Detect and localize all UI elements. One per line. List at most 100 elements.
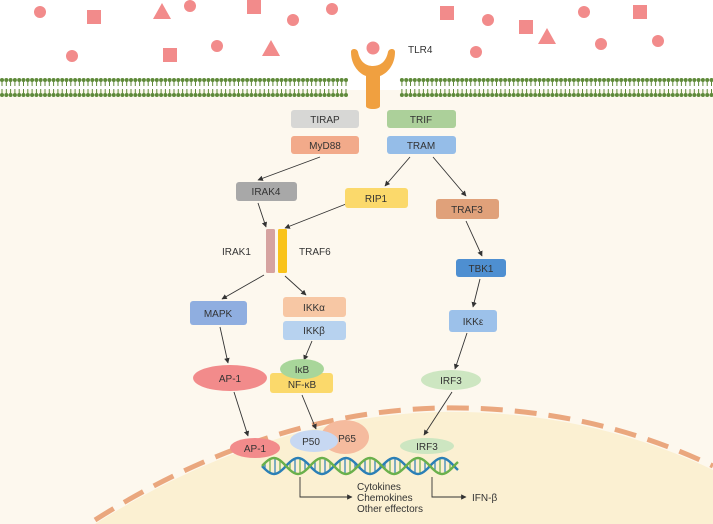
lipid-head [159, 78, 164, 82]
lipid-head [408, 93, 413, 97]
lipid-head [326, 93, 331, 97]
lipid-head [421, 93, 426, 97]
lipid-head [490, 78, 495, 82]
lipid-head [511, 78, 516, 82]
lipid-head [141, 78, 146, 82]
lipid-head [249, 78, 254, 82]
lipid-head [657, 93, 662, 97]
p50-ellipse [290, 430, 338, 452]
lipid-head [425, 93, 430, 97]
lipid-head [606, 93, 611, 97]
lipid-head [666, 93, 671, 97]
lipid-head [38, 93, 43, 97]
myd88-node: MyD88 [291, 136, 359, 154]
lipid-head [86, 93, 90, 97]
lipid-head [421, 78, 426, 82]
lipid-head [21, 78, 26, 82]
lipid-head [589, 93, 594, 97]
lipid-head [331, 78, 336, 82]
lipid-head [688, 93, 692, 97]
lipid-head [554, 93, 559, 97]
nfkb-box [270, 373, 333, 393]
ikkb-node: IKKβ [283, 321, 346, 340]
arrow-dna-ifnb [431, 477, 467, 500]
lipid-head [460, 78, 465, 82]
dna-helix [261, 456, 459, 476]
lipid-head [111, 78, 116, 82]
lipid-head [485, 78, 490, 82]
lipid-head [520, 93, 525, 97]
ligand-10 [326, 3, 338, 15]
lipid-head [580, 93, 585, 97]
lipid-head [116, 93, 121, 97]
arrow-dna-cytokines [299, 477, 353, 500]
tlr4-ligand-bound [366, 41, 380, 55]
lipid-head [77, 78, 82, 82]
lipid-head [528, 78, 533, 82]
lipid-head [662, 93, 667, 97]
lipid-head [236, 78, 241, 82]
lipid-head [167, 78, 172, 82]
nfkb-label: NF-κB [288, 380, 317, 391]
lipid-head [305, 78, 310, 82]
lipid-head [705, 93, 710, 97]
irak4-node: IRAK4 [236, 182, 297, 201]
lipid-head [339, 78, 344, 82]
lipid-head [640, 93, 645, 97]
lipid-head [8, 93, 13, 97]
lipid-head [124, 93, 129, 97]
lipid-head [503, 78, 508, 82]
lipid-head [524, 93, 529, 97]
chemokines-label: Chemokines [357, 493, 413, 504]
lipid-head [258, 93, 262, 97]
lipid-head [38, 78, 43, 82]
lipid-head [129, 93, 133, 97]
lipid-head [473, 93, 477, 97]
lipid-head [559, 93, 563, 97]
lipid-head [516, 93, 520, 97]
lipid-head [460, 93, 465, 97]
lipid-head [550, 93, 555, 97]
lipid-head [468, 78, 473, 82]
lipid-head [215, 93, 219, 97]
lipid-head [438, 93, 443, 97]
lipid-head [64, 93, 69, 97]
lipid-head [111, 93, 116, 97]
p50-p65-node: P50 P65 [290, 420, 369, 454]
lipid-head [653, 78, 658, 82]
lipid-head [232, 93, 237, 97]
arrow-ap1-nucleus [233, 391, 250, 437]
dna-strand [261, 456, 459, 476]
p65-label: P65 [338, 434, 356, 445]
lipid-head [464, 93, 469, 97]
svg-text:IKKε: IKKε [463, 317, 484, 328]
lipid-head [189, 93, 194, 97]
lipid-head [533, 93, 538, 97]
lipid-head [279, 93, 284, 97]
lipid-head [30, 93, 35, 97]
lipid-head [571, 93, 576, 97]
lipid-head [77, 93, 82, 97]
lipid-head [675, 93, 680, 97]
lipid-head [17, 93, 22, 97]
lipid-head [262, 93, 267, 97]
lipid-head [619, 93, 624, 97]
svg-text:IKKα: IKKα [303, 303, 325, 314]
lipid-head [645, 93, 649, 97]
lipid-head [116, 78, 121, 82]
cytokines-label: Cytokines [357, 482, 401, 493]
lipid-head [404, 93, 409, 97]
ap1-nucleus-node: AP-1 [230, 438, 280, 458]
lipid-head [184, 93, 189, 97]
lipid-head [240, 93, 245, 97]
lipid-head [404, 78, 409, 82]
traf3-node: TRAF3 [436, 199, 499, 219]
lipid-head [610, 78, 615, 82]
arrow-rip1-complex [284, 203, 347, 229]
lipid-head [309, 93, 314, 97]
lipid-head [73, 78, 78, 82]
lipid-head [137, 93, 142, 97]
lipid-head [322, 93, 327, 97]
lipid-head [193, 78, 198, 82]
lipid-head [481, 93, 486, 97]
